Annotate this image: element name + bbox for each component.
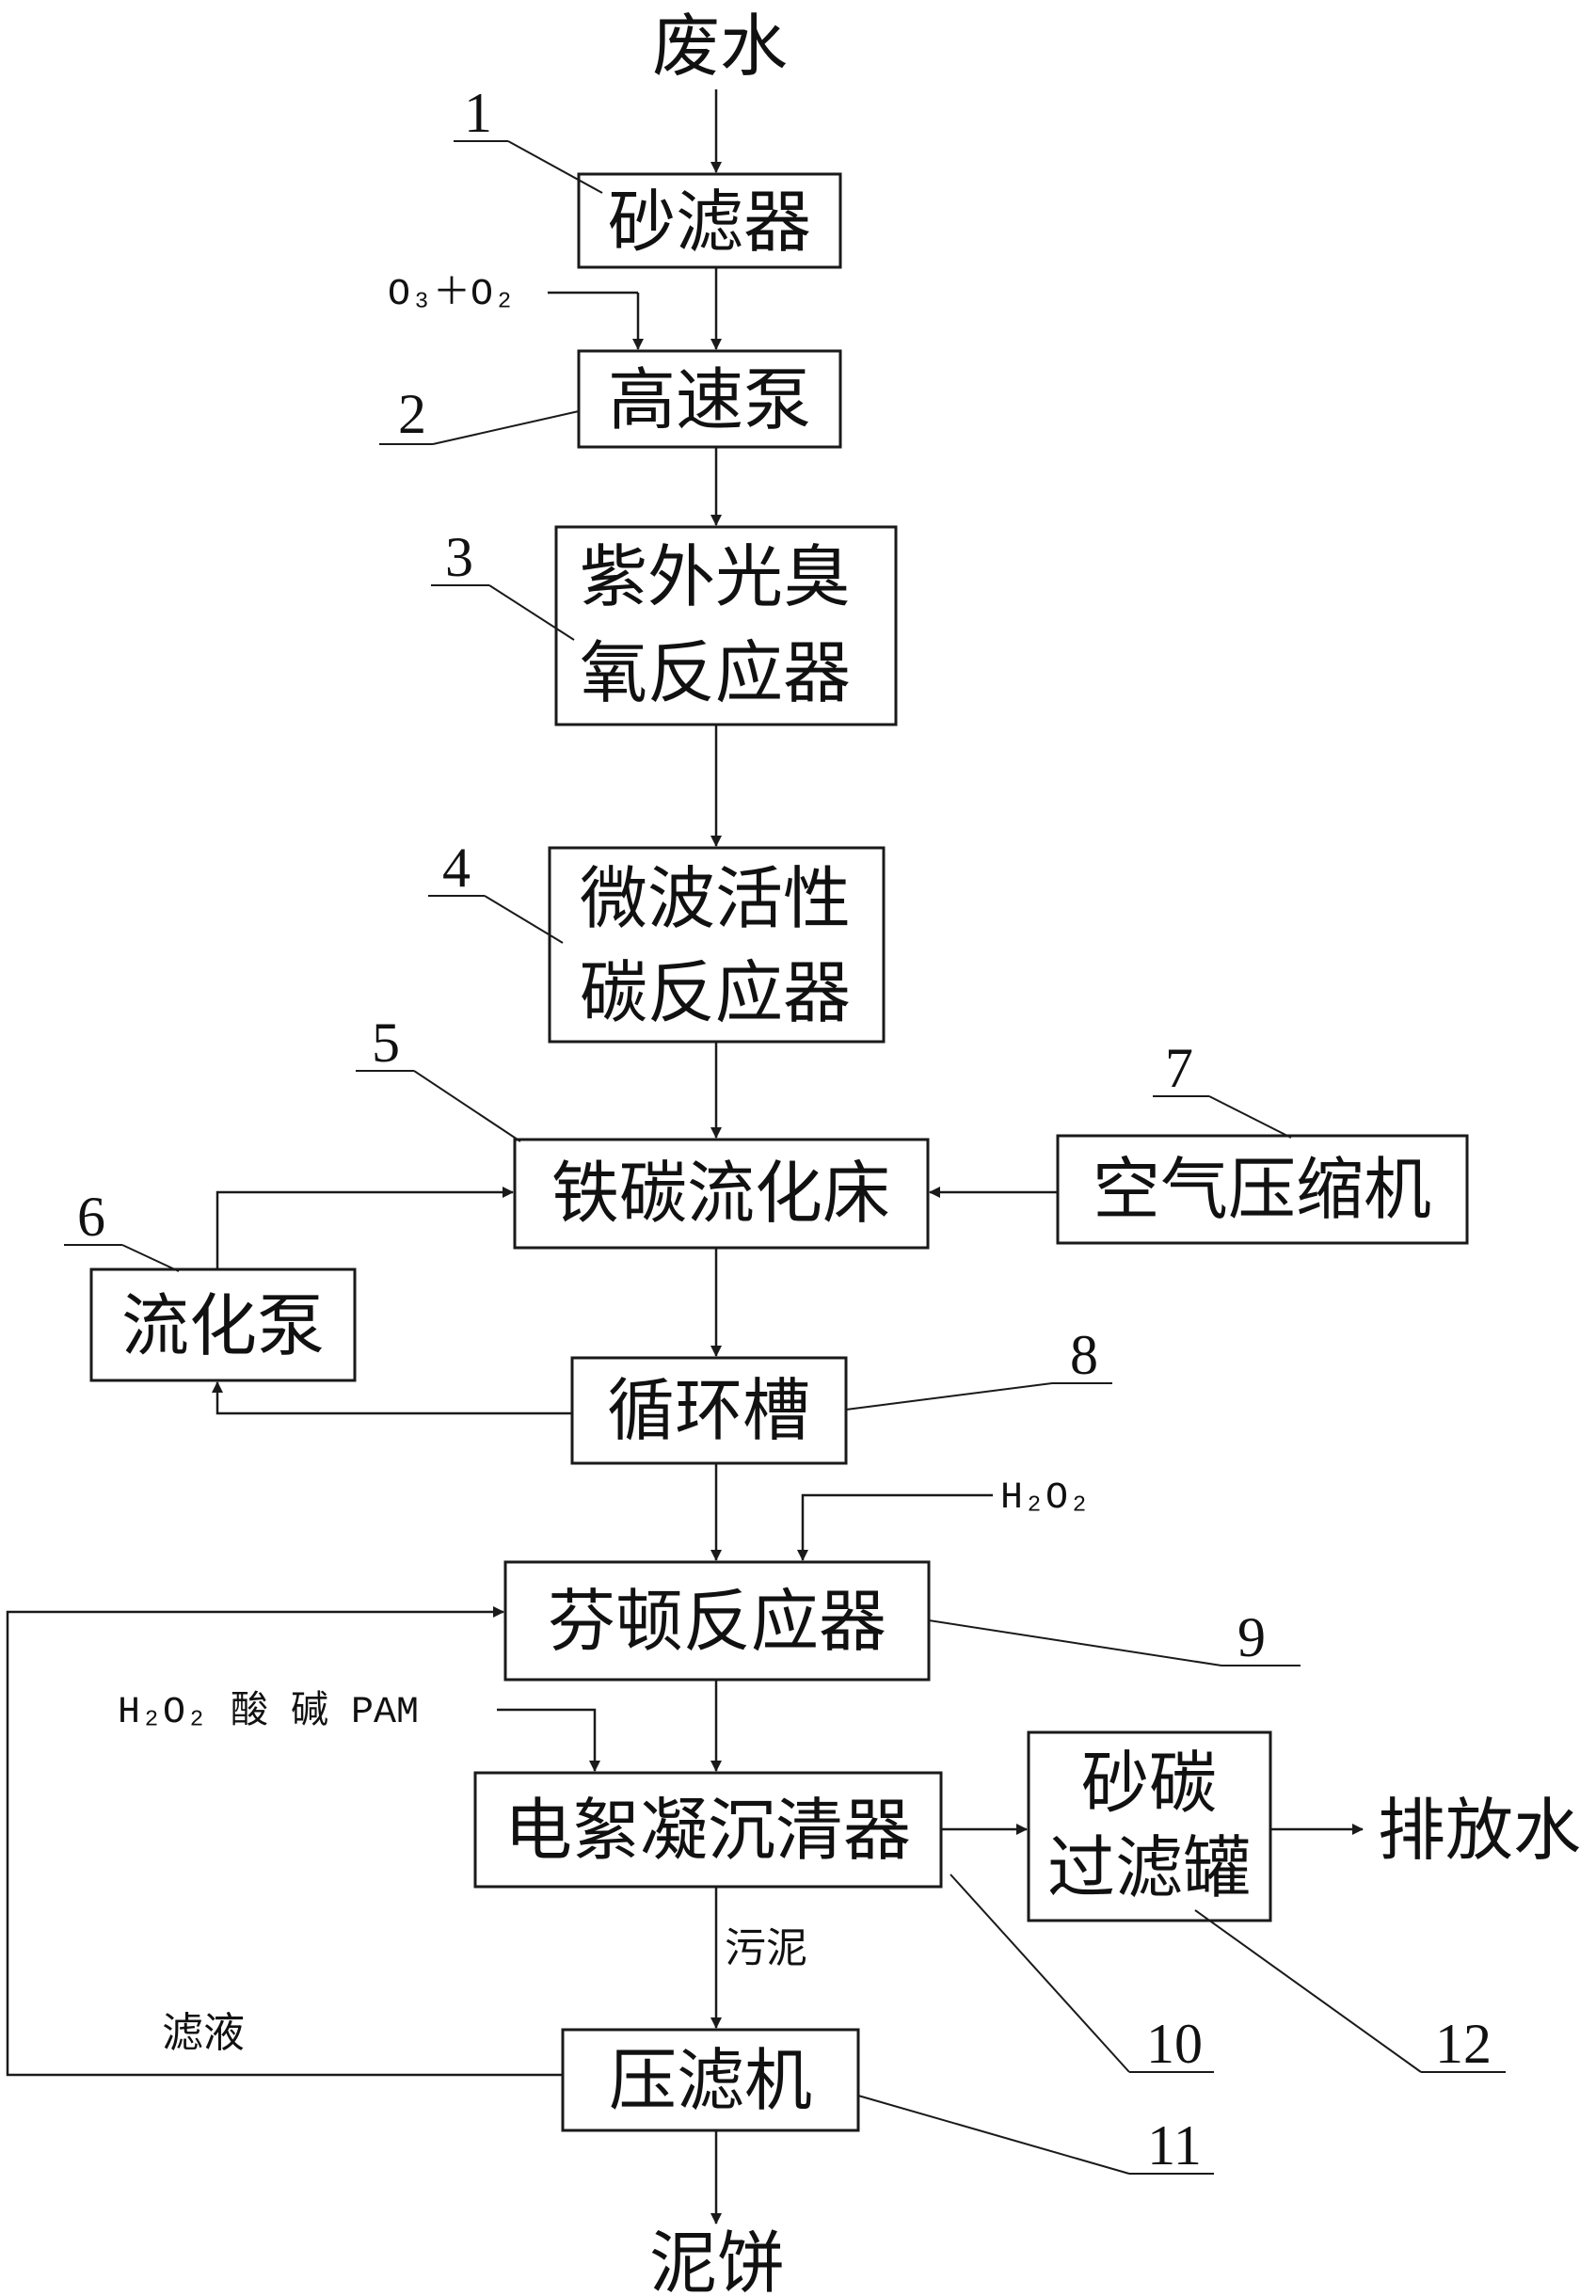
leader-line-10 — [950, 1873, 1130, 2073]
microwave-carbon-reactor-label-1: 微波活性 — [580, 859, 851, 938]
electrocoag-clarifier-box — [473, 1771, 943, 1889]
leader-line-12 — [1194, 1909, 1422, 2073]
filtrate-label: 滤液 — [162, 2009, 245, 2057]
filter-press-label: 压滤机 — [609, 2041, 812, 2120]
sand-filter-box — [577, 172, 842, 269]
arrow-fluid-pump-to-iron-carbon — [215, 1187, 514, 1269]
ref-number-7: 7 — [1165, 1037, 1193, 1099]
ref-number-12: 12 — [1435, 2013, 1492, 2075]
air-compressor-label: 空气压缩机 — [1093, 1150, 1431, 1229]
input-label: 废水 — [652, 7, 788, 86]
ozone-oxygen-label: O₃＋O₂ — [388, 274, 516, 316]
leader-line-7 — [1208, 1095, 1292, 1139]
drain-water-label: 排放水 — [1378, 1791, 1581, 1870]
arrow-tank-to-fluid-pump — [212, 1381, 572, 1415]
circulation-tank-box — [570, 1356, 848, 1465]
ref-number-9: 9 — [1237, 1606, 1266, 1668]
microwave-carbon-reactor-box — [548, 846, 886, 1044]
ref-number-3: 3 — [445, 526, 473, 588]
stream-labels: 废水 排放水 泥饼 O₃＋O₂ H₂O₂ H₂O₂ 酸 碱 PAM 污泥 滤液 — [118, 7, 1581, 2296]
high-speed-pump-label: 高速泵 — [608, 360, 811, 439]
box-labels: 砂滤器 高速泵 紫外光臭 氧反应器 微波活性 碳反应器 铁碳流化床 空气压缩机 … — [121, 183, 1431, 2120]
leader-line-5 — [413, 1070, 521, 1142]
ref-number-1: 1 — [464, 82, 492, 144]
h2o2-label: H₂O₂ — [1000, 1477, 1091, 1520]
leader-line-4 — [484, 895, 564, 944]
fenton-reactor-label: 芬顿反应器 — [548, 1582, 886, 1661]
leader-line-1 — [507, 140, 603, 194]
arrow-filtrate-to-fenton — [6, 1606, 563, 2077]
ref-number-11: 11 — [1147, 2114, 1202, 2176]
fluid-pump-label: 流化泵 — [121, 1286, 325, 1365]
coag-reagents-label: H₂O₂ 酸 碱 PAM — [118, 1690, 419, 1734]
ref-number-8: 8 — [1070, 1324, 1098, 1386]
leader-line-3 — [488, 584, 575, 641]
mud-cake-label: 泥饼 — [649, 2224, 785, 2296]
air-compressor-box — [1056, 1134, 1469, 1245]
leader-line-11 — [857, 2095, 1130, 2175]
sand-filter-label: 砂滤器 — [608, 183, 811, 262]
uv-ozone-reactor-box — [554, 525, 898, 726]
uv-ozone-reactor-label-2: 氧反应器 — [580, 633, 851, 712]
circulation-tank-label: 循环槽 — [607, 1371, 810, 1450]
equipment-boxes — [89, 172, 1469, 2132]
electrocoag-clarifier-label: 电絮凝沉清器 — [504, 1791, 911, 1870]
arrow-h2o2-to-fenton — [797, 1493, 993, 1561]
iron-carbon-bed-label: 铁碳流化床 — [551, 1154, 890, 1233]
leader-line-8 — [845, 1382, 1053, 1411]
filter-press-box — [561, 2028, 860, 2132]
reference-numbers: 1 2 3 4 5 6 7 8 9 10 — [64, 82, 1506, 2176]
fenton-reactor-box — [503, 1560, 931, 1682]
ref-number-5: 5 — [372, 1012, 400, 1074]
uv-ozone-reactor-label-1: 紫外光臭 — [580, 537, 851, 616]
ref-number-4: 4 — [442, 837, 471, 899]
flow-lines — [6, 89, 1364, 2224]
sand-carbon-tank-label-1: 砂碳 — [1081, 1744, 1217, 1823]
ref-number-2: 2 — [398, 383, 426, 445]
leader-line-6 — [121, 1244, 180, 1272]
microwave-carbon-reactor-label-2: 碳反应器 — [580, 953, 851, 1032]
leader-line-9 — [928, 1619, 1222, 1666]
arrow-reagents-to-ecoag — [497, 1708, 600, 1772]
ref-number-10: 10 — [1146, 2013, 1203, 2075]
ref-number-6: 6 — [77, 1186, 105, 1248]
sand-carbon-tank-label-2: 过滤罐 — [1047, 1828, 1251, 1907]
high-speed-pump-box — [577, 349, 842, 449]
sludge-label: 污泥 — [725, 1924, 807, 1972]
fluid-pump-box — [89, 1268, 357, 1382]
iron-carbon-bed-box — [513, 1138, 930, 1250]
leader-line-2 — [432, 410, 580, 445]
sand-carbon-tank-box — [1027, 1730, 1272, 1922]
